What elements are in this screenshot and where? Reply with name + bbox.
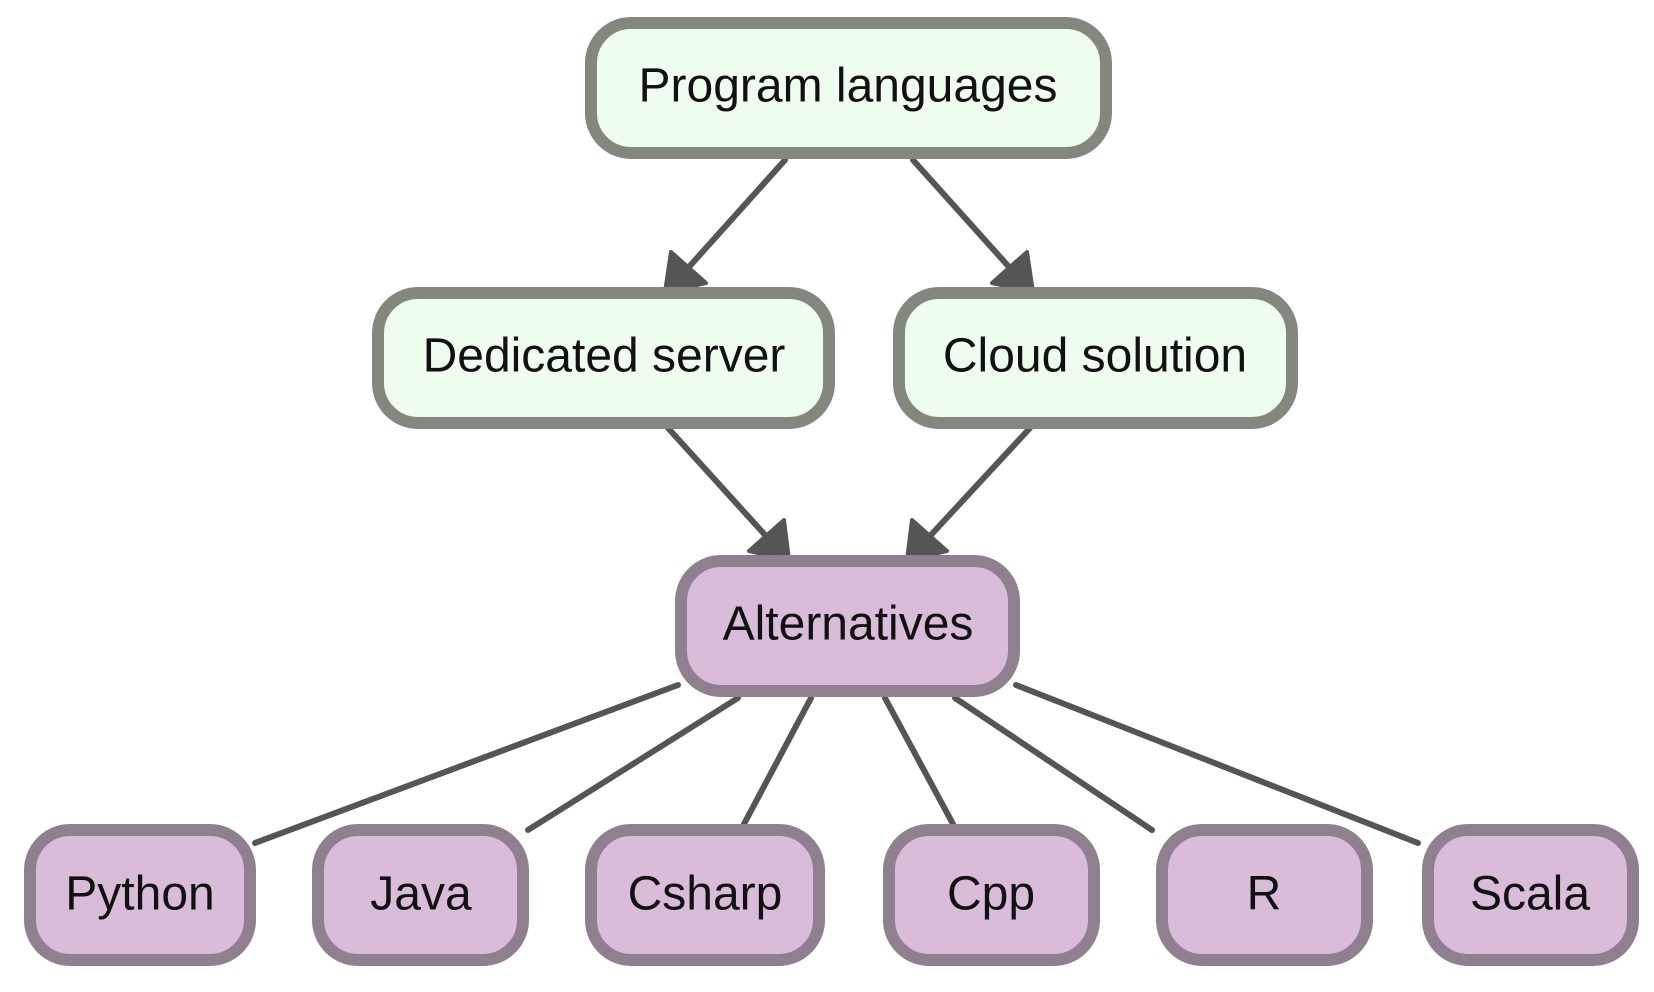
node-dedicated-server-label: Dedicated server (423, 330, 786, 383)
node-csharp-label: Csharp (628, 868, 783, 921)
nodes-layer: Program languages Dedicated server Cloud… (24, 17, 1639, 966)
edges-layer (252, 157, 1421, 846)
node-alternatives: Alternatives (675, 555, 1020, 697)
node-dedicated-server: Dedicated server (372, 287, 835, 429)
node-python: Python (24, 824, 256, 966)
node-cloud-solution-label: Cloud solution (943, 330, 1247, 383)
node-scala-label: Scala (1470, 868, 1590, 921)
edge-alternatives-to-csharp (741, 695, 814, 827)
node-r-label: R (1247, 868, 1282, 921)
node-java: Java (312, 824, 529, 966)
edge-root-to-dedicated (685, 157, 788, 271)
edge-alternatives-to-r (952, 695, 1155, 833)
node-cloud-solution: Cloud solution (893, 287, 1298, 429)
node-alternatives-label: Alternatives (723, 598, 974, 651)
node-r: R (1156, 824, 1373, 966)
node-program-languages-label: Program languages (639, 60, 1058, 113)
node-cpp: Cpp (883, 824, 1100, 966)
edge-alternatives-to-cpp (882, 695, 956, 827)
edge-alternatives-to-scala (1013, 682, 1421, 846)
edge-cloud-to-alternatives (927, 425, 1033, 539)
node-program-languages: Program languages (585, 17, 1112, 159)
edge-root-to-cloud (910, 157, 1013, 271)
node-csharp: Csharp (585, 824, 825, 966)
node-scala: Scala (1422, 824, 1639, 966)
edge-dedicated-to-alternatives (665, 425, 769, 539)
edge-alternatives-to-java (525, 695, 741, 833)
edge-alternatives-to-python (252, 682, 681, 846)
node-cpp-label: Cpp (947, 868, 1035, 921)
node-java-label: Java (370, 868, 472, 921)
node-python-label: Python (65, 868, 214, 921)
